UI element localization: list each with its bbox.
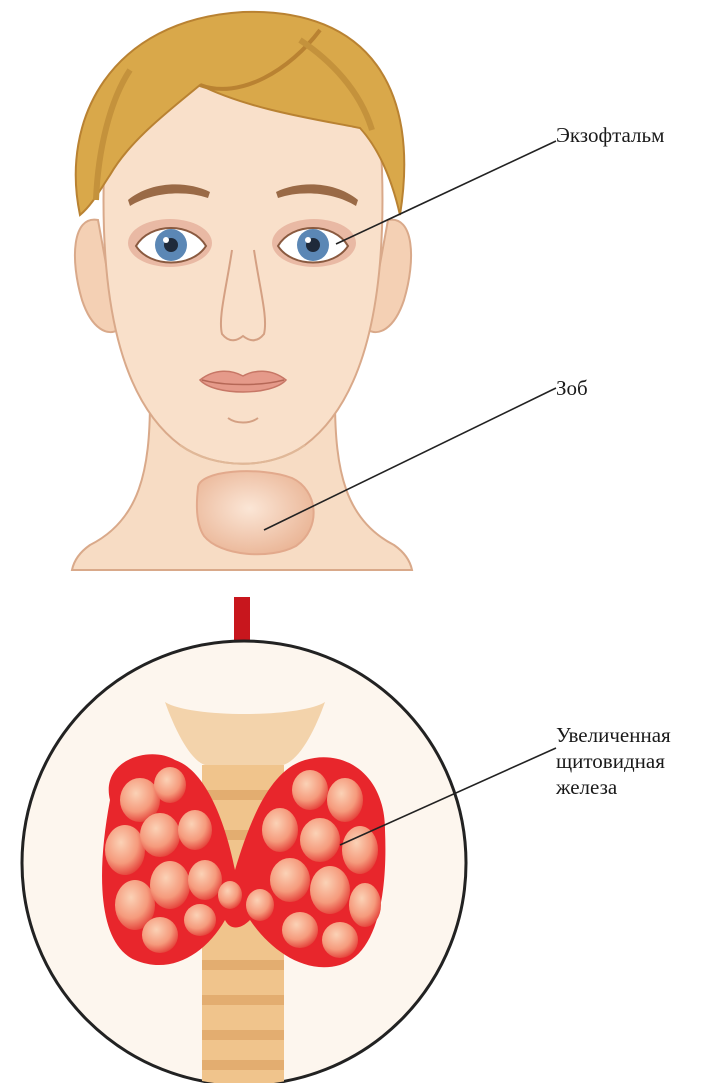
thyroid-magnified-view [22,641,466,1083]
label-thyroid-line-1: Увеличенная [556,722,671,748]
label-thyroid-line-3: железа [556,774,671,800]
goiter-swelling [197,471,314,554]
head-illustration [72,12,412,570]
label-enlarged-thyroid: Увеличенная щитовидная железа [556,722,671,800]
label-goiter: Зоб [556,375,588,401]
label-thyroid-line-2: щитовидная [556,748,671,774]
label-exophthalmos: Экзофтальм [556,122,664,148]
